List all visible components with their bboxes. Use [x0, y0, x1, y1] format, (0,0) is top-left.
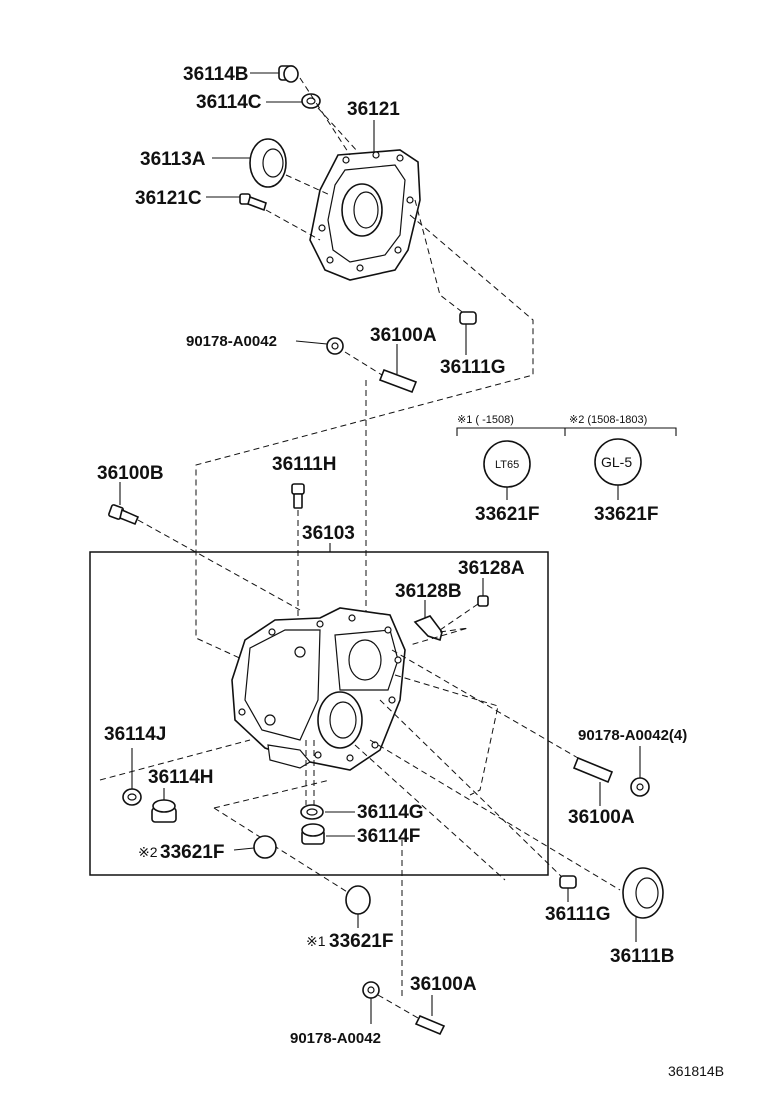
note1-header: ※1 ( -1508) — [457, 414, 514, 426]
note2-header: ※2 (1508-1803) — [569, 414, 647, 426]
top-cover-assembly: 36114B 36114C 36121 — [135, 64, 534, 661]
note-mark-bottom: ※1 — [306, 933, 326, 949]
label-33621F-bottom: 33621F — [329, 931, 393, 952]
label-33621F-left: 33621F — [160, 842, 224, 863]
part-36100A-stud-upper[interactable] — [378, 344, 418, 394]
part-36111G-dowel-right[interactable] — [559, 875, 577, 902]
part-33621F-plug-left[interactable] — [233, 835, 277, 859]
part-36114H-plug[interactable] — [151, 788, 177, 823]
part-36114G-gasket[interactable] — [300, 804, 355, 820]
label-36111B: 36111B — [610, 946, 674, 967]
plug-gl5-marking: GL-5 — [601, 454, 632, 470]
label-33621F-note1: 33621F — [475, 504, 539, 525]
plug-lt65[interactable]: LT65 — [483, 440, 531, 500]
part-36121C-bolt[interactable] — [206, 193, 267, 212]
label-36111H: 36111H — [272, 454, 336, 475]
label-36103: 36103 — [302, 523, 355, 544]
label-36128A: 36128A — [458, 558, 525, 579]
housing-group-frame — [89, 551, 549, 876]
note-mark-left: ※2 — [138, 844, 158, 860]
part-33621F-plug-bottom[interactable] — [345, 885, 371, 928]
label-36114C: 36114C — [196, 92, 262, 113]
plug-gl5[interactable]: GL-5 — [594, 438, 642, 500]
label-36121C: 36121C — [135, 188, 202, 209]
part-36114J-gasket[interactable] — [122, 748, 142, 806]
label-36113A: 36113A — [140, 149, 206, 170]
part-36100A-stud-right[interactable] — [572, 756, 614, 806]
label-90178-right: 90178-A0042(4) — [578, 727, 687, 744]
label-36111G-top: 36111G — [440, 357, 506, 378]
label-36100A-bottom: 36100A — [410, 974, 477, 995]
part-36128A-bolt[interactable] — [477, 578, 489, 607]
label-36114G: 36114G — [357, 802, 424, 823]
plug-lt65-marking: LT65 — [495, 459, 519, 471]
part-36121-cover[interactable] — [309, 120, 421, 281]
part-36114C-gasket[interactable] — [266, 93, 321, 109]
part-36111G-dowel-top[interactable] — [459, 311, 477, 355]
label-36114F: 36114F — [357, 826, 420, 847]
label-36114J: 36114J — [104, 724, 166, 745]
figure-code: 361814B — [668, 1063, 724, 1079]
part-90178-nut-bottom[interactable] — [362, 981, 380, 1024]
part-36128B-bracket[interactable] — [413, 600, 443, 642]
part-36111B-seal[interactable] — [622, 867, 664, 942]
part-36114F-plug[interactable] — [301, 823, 355, 845]
notes-plug-variants: ※1 ( -1508) ※2 (1508-1803) LT65 33621F G… — [456, 414, 677, 525]
label-36121: 36121 — [347, 99, 400, 120]
label-90178-bottom: 90178-A0042 — [290, 1030, 381, 1047]
part-36100A-stud-bottom[interactable] — [414, 995, 446, 1036]
part-90178-nut-upper[interactable] — [295, 337, 344, 355]
label-36114H: 36114H — [148, 767, 214, 788]
label-36114B: 36114B — [183, 64, 249, 85]
part-36103-housing[interactable] — [231, 607, 406, 771]
label-36111G-right: 36111G — [545, 904, 611, 925]
label-36100B: 36100B — [97, 463, 164, 484]
part-36113A-seal[interactable] — [212, 138, 287, 188]
label-33621F-note2: 33621F — [594, 504, 658, 525]
label-36100A-top: 36100A — [370, 325, 437, 346]
label-36100A-right: 36100A — [568, 807, 635, 828]
part-36111H-breather[interactable] — [291, 483, 305, 509]
part-36100B-bolt[interactable] — [108, 482, 140, 526]
label-90178-top: 90178-A0042 — [186, 333, 277, 350]
label-36128B: 36128B — [395, 581, 462, 602]
part-90178-nut-right[interactable] — [630, 746, 650, 797]
part-36114B-plug[interactable] — [250, 65, 299, 83]
